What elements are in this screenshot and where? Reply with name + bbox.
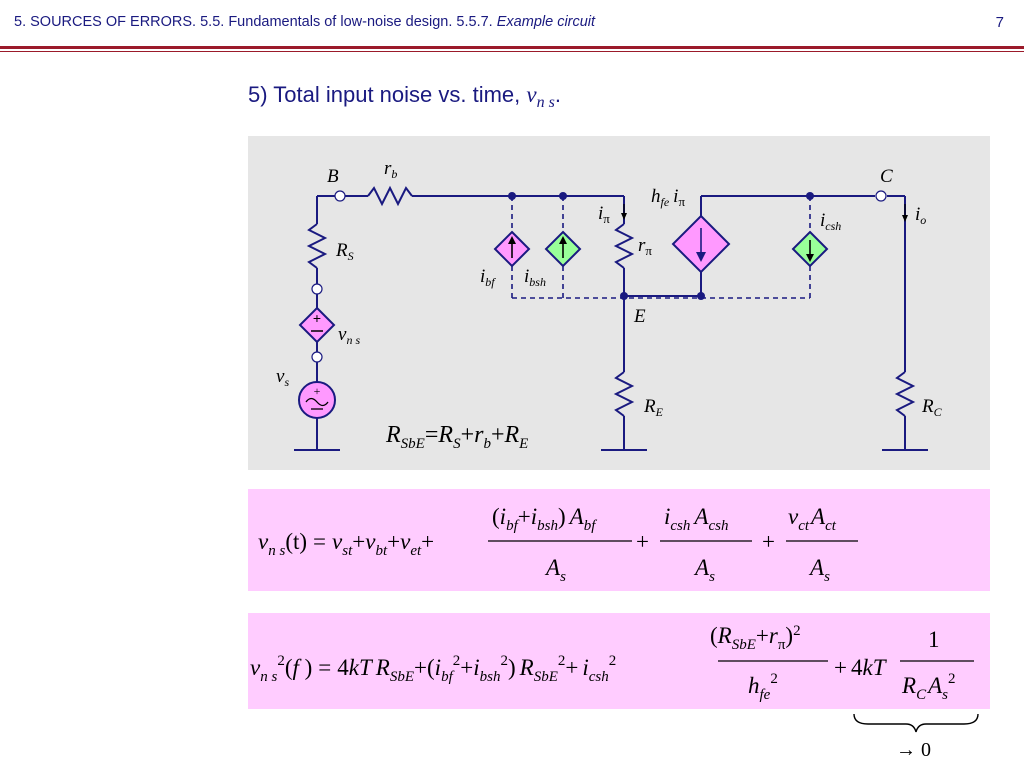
ibsh-label: ibsh <box>524 266 546 289</box>
eq1-lhs: vn s(t)=vst+vbt+vet+ <box>258 529 434 559</box>
eq1-frac3-den: As <box>808 555 830 585</box>
rpi-label: rπ <box>638 235 652 258</box>
node-e-label: E <box>633 306 646 327</box>
vns-label: vn s <box>338 324 360 347</box>
svg-text:+: + <box>314 384 321 398</box>
node-b-label: B <box>327 166 339 187</box>
title-subscript: n s <box>536 94 555 112</box>
eq2-frac1-den: hfe2 <box>748 671 778 703</box>
eq1-frac2-den: As <box>693 555 715 585</box>
ipi-label: iπ <box>598 203 610 226</box>
rsbe-formula: RSbE=RS+rb+RE <box>385 422 528 452</box>
breadcrumb-italic: Example circuit <box>496 14 596 30</box>
eq1-plus-d: + <box>636 529 649 554</box>
io-label: io <box>915 204 926 227</box>
title-symbol: v <box>526 82 537 107</box>
eq1-frac1-num: (ibf+ibsh)Abf <box>492 504 597 534</box>
breadcrumb-text: 5. SOURCES OF ERRORS. 5.5. Fundamentals … <box>14 14 493 30</box>
header-breadcrumb: 5. SOURCES OF ERRORS. 5.5. Fundamentals … <box>14 14 595 30</box>
rs-label: RS <box>335 240 354 263</box>
eq2-frac2-num: 1 <box>928 627 940 652</box>
equation-vns-time-svg: vn s(t)=vst+vbt+vet+ (ibf+ibsh)Abf As + … <box>258 504 858 585</box>
eq2-term4: +4kT <box>834 655 888 680</box>
circuit-panel: + + B C E rb RS rπ RE RC vn s vs ibf ibs… <box>248 136 990 470</box>
underbrace-annotation: → 0 <box>853 713 979 761</box>
rb-label: rb <box>384 158 397 181</box>
title-end: . <box>554 82 561 107</box>
eq1-plus-e: + <box>762 529 775 554</box>
eq2-frac2-den: RCAs2 <box>901 671 955 703</box>
ibf-label: ibf <box>480 266 496 289</box>
svg-text:+: + <box>313 310 321 326</box>
circuit-diagram: + + B C E rb RS rπ RE RC vn s vs ibf ibs… <box>276 158 943 452</box>
eq1-frac1-den: As <box>544 555 566 585</box>
eq2-frac1-num: (RSbE+rπ)2 <box>710 623 801 653</box>
eq1-frac3-num: vctAct <box>788 504 837 534</box>
brace-note: → 0 <box>896 739 931 761</box>
header-rule-thin <box>0 51 1024 52</box>
page-number: 7 <box>995 14 1004 31</box>
header-rule-thick <box>0 46 1024 49</box>
icsh-label: icsh <box>820 210 841 233</box>
vs-label: vs <box>276 366 289 389</box>
rc-label: RC <box>921 396 943 419</box>
re-label: RE <box>643 396 664 419</box>
node-c-label: C <box>880 166 893 187</box>
title-text: 5) Total input noise vs. time, <box>248 82 521 107</box>
equation-vns-time: vn s(t)=vst+vbt+vet+ (ibf+ibsh)Abf As + … <box>248 489 990 591</box>
slide-title: 5) Total input noise vs. time, vn s. <box>248 82 561 112</box>
